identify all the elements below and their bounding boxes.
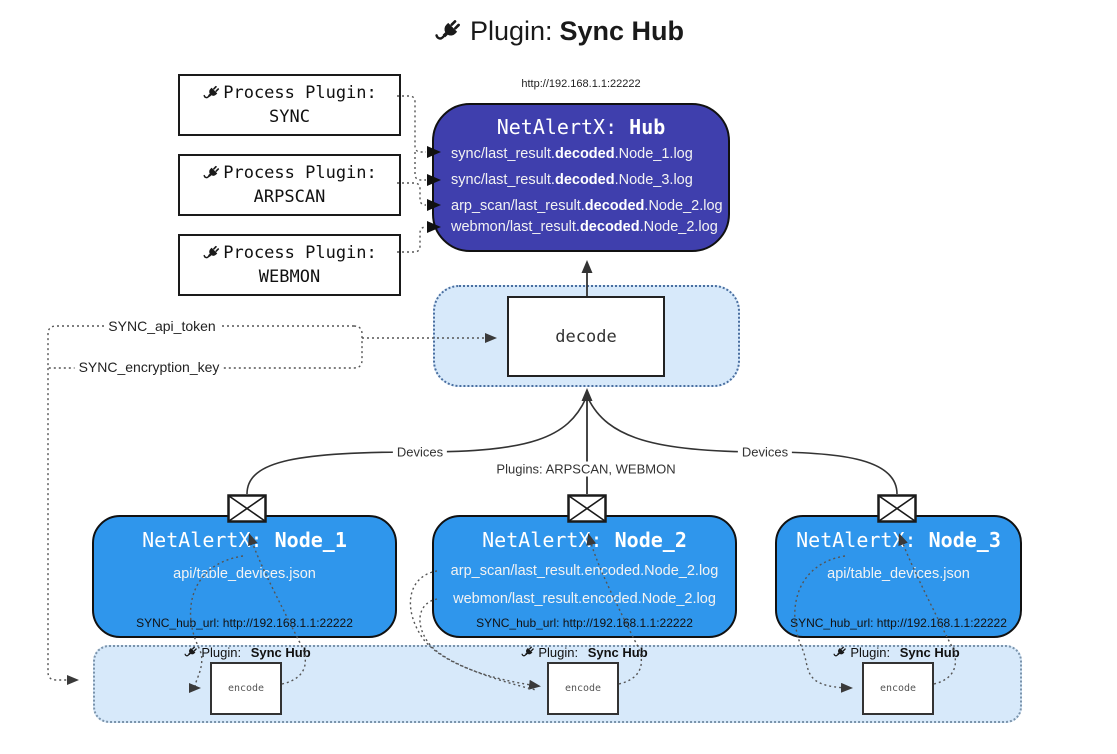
hub-file-line: arp_scan/last_result.decoded.Node_2.log xyxy=(451,198,723,214)
node2-hub-url: SYNC_hub_url: http://192.168.1.1:22222 xyxy=(476,616,693,630)
plug-icon xyxy=(203,85,220,98)
process-plugin-webmon: Process Plugin: WEBMON xyxy=(178,234,401,296)
node3-file: api/table_devices.json xyxy=(827,566,970,582)
node2-box: NetAlertX: Node_2 arp_scan/last_result.e… xyxy=(432,515,737,638)
plug-icon xyxy=(521,646,534,657)
process-plugin-label: Process Plugin: xyxy=(223,163,377,183)
plug-icon xyxy=(833,646,846,657)
node2-file: webmon/last_result.encoded.Node_2.log xyxy=(453,591,716,607)
encode-box-node3: encode xyxy=(862,662,934,715)
plug-icon xyxy=(184,646,197,657)
edge-sync-plugin-to-hub2 xyxy=(414,152,426,181)
process-plugin-label: Process Plugin: xyxy=(223,243,377,263)
node3-hub-url: SYNC_hub_url: http://192.168.1.1:22222 xyxy=(790,616,1007,630)
plug-icon xyxy=(435,19,460,40)
node2-title: NetAlertX: Node_2 xyxy=(482,528,687,552)
band-plugin-label: Plugin: Sync Hub xyxy=(520,645,648,660)
node2-file: arp_scan/last_result.encoded.Node_2.log xyxy=(450,563,719,579)
process-plugin-label: Process Plugin: xyxy=(223,83,377,103)
edge-webmon-plugin-to-hub xyxy=(397,226,427,253)
hub-file-line: sync/last_result.decoded.Node_1.log xyxy=(451,146,693,162)
process-plugin-name: SYNC xyxy=(269,107,310,127)
hub-app-label: NetAlertX: xyxy=(496,115,618,139)
title-name: Sync Hub xyxy=(559,16,685,46)
node3-box: NetAlertX: Node_3 api/table_devices.json… xyxy=(775,515,1022,638)
node1-title: NetAlertX: Node_1 xyxy=(142,528,347,552)
hub-title: NetAlertX: Hub xyxy=(434,115,728,139)
hub-url-label: http://192.168.1.1:22222 xyxy=(521,78,641,90)
devices-edge-label-left: Devices xyxy=(392,444,448,460)
process-plugin-sync: Process Plugin: SYNC xyxy=(178,74,401,136)
hub-box: NetAlertX: Hub sync/last_result.decoded.… xyxy=(432,103,730,252)
encode-box-node1: encode xyxy=(210,662,282,715)
decode-box: decode xyxy=(507,296,665,377)
plug-icon xyxy=(203,245,220,258)
node1-file: api/table_devices.json xyxy=(173,566,316,582)
band-plugin-label: Plugin: Sync Hub xyxy=(183,645,311,660)
plug-icon xyxy=(203,165,220,178)
node1-hub-url: SYNC_hub_url: http://192.168.1.1:22222 xyxy=(136,616,353,630)
process-plugin-name: WEBMON xyxy=(258,267,321,287)
edge-arpscan-plugin-to-hub xyxy=(397,182,427,206)
page-title: Plugin: Sync Hub xyxy=(0,16,1117,47)
edge-sync-plugin-to-hub xyxy=(397,95,426,153)
hub-file-line: sync/last_result.decoded.Node_3.log xyxy=(451,172,693,188)
process-plugin-name: ARPSCAN xyxy=(253,187,326,207)
sync-api-token-label: SYNC_api_token xyxy=(104,318,220,334)
envelope-icon-node3 xyxy=(877,494,917,523)
encode-box-node2: encode xyxy=(547,662,619,715)
process-plugin-arpscan: Process Plugin: ARPSCAN xyxy=(178,154,401,216)
envelope-icon-node2 xyxy=(567,494,607,523)
hub-file-line: webmon/last_result.decoded.Node_2.log xyxy=(451,219,718,235)
node1-box: NetAlertX: Node_1 api/table_devices.json… xyxy=(92,515,397,638)
envelope-icon-node1 xyxy=(227,494,267,523)
band-plugin-label: Plugin: Sync Hub xyxy=(832,645,960,660)
title-label: Plugin: xyxy=(469,16,553,46)
node3-title: NetAlertX: Node_3 xyxy=(796,528,1001,552)
plugins-edge-label: Plugins: ARPSCAN, WEBMON xyxy=(492,461,680,477)
sync-encryption-key-label: SYNC_encryption_key xyxy=(74,359,224,375)
devices-edge-label-right: Devices xyxy=(737,444,793,460)
hub-name-label: Hub xyxy=(629,115,666,139)
